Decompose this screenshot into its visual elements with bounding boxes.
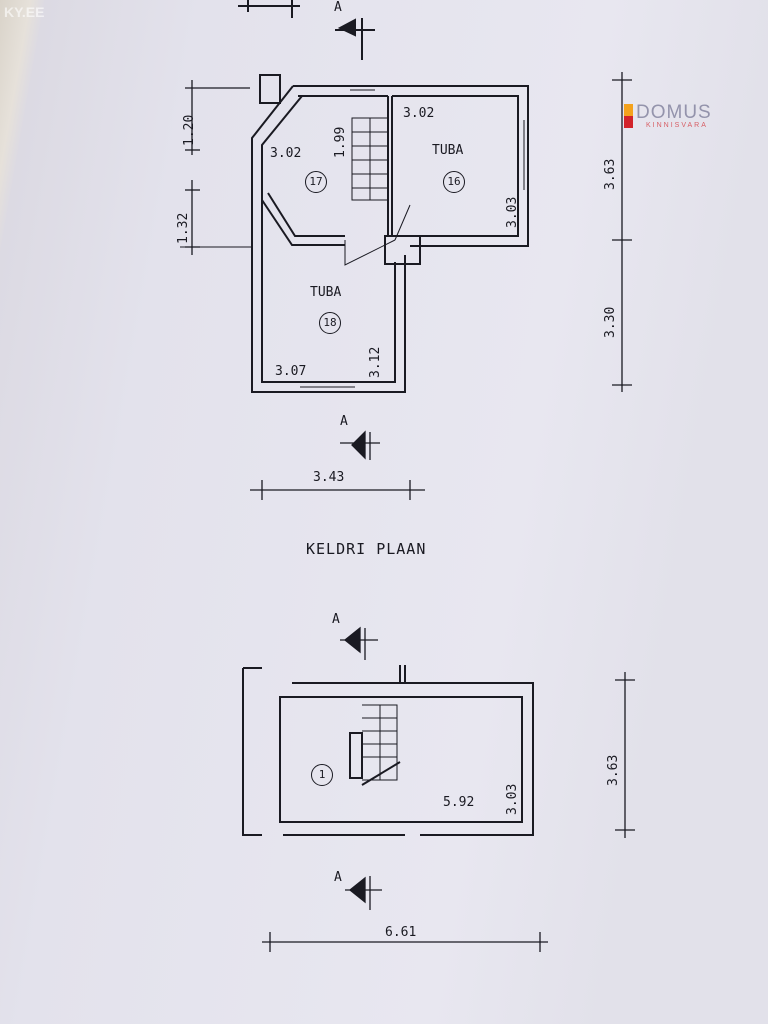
dim-bottom-lower: 6.61 <box>385 925 417 940</box>
room-17-number: 17 <box>305 171 327 193</box>
dim-bottom-upper: 3.43 <box>313 470 345 485</box>
room-1-width: 5.92 <box>443 795 475 810</box>
room-18-number: 18 <box>319 312 341 334</box>
domus-logo-icon <box>624 104 633 128</box>
kyee-watermark: KY.EE <box>4 4 45 20</box>
room-1-number: 1 <box>311 764 333 786</box>
room-17-stair-dim: 1.99 <box>333 126 348 158</box>
section-mark-upper: A <box>340 414 348 429</box>
section-mark-top: A <box>334 0 342 15</box>
domus-sub: KINNISVARA <box>646 122 708 129</box>
top-fragment <box>238 0 375 60</box>
lower-plan-walls <box>242 665 534 836</box>
dim-right-1: 3.63 <box>603 158 618 190</box>
room-16-name: TUBA <box>432 143 464 158</box>
room-18-name: TUBA <box>310 285 342 300</box>
dim-left-1: 1.20 <box>182 114 197 146</box>
room-16-number: 16 <box>443 171 465 193</box>
lower-plan-title: KELDRI PLAAN <box>306 540 427 558</box>
room-16-depth: 3.03 <box>505 196 520 228</box>
dim-right-lower: 3.63 <box>606 754 621 786</box>
room-18-width: 3.07 <box>275 364 307 379</box>
room-1-depth: 3.03 <box>505 783 520 815</box>
upper-plan-walls <box>180 74 529 393</box>
domus-name: DOMUS <box>636 102 712 123</box>
room-16-width: 3.02 <box>403 106 435 121</box>
section-mark-lower-bottom: A <box>334 870 342 885</box>
upper-dimensions <box>185 72 632 500</box>
lower-dimensions <box>262 626 635 952</box>
room-18-depth: 3.12 <box>368 346 383 378</box>
dim-left-2: 1.32 <box>176 212 191 244</box>
section-mark-lower-top: A <box>332 612 340 627</box>
room-17-width: 3.02 <box>270 146 302 161</box>
dim-right-2: 3.30 <box>603 306 618 338</box>
